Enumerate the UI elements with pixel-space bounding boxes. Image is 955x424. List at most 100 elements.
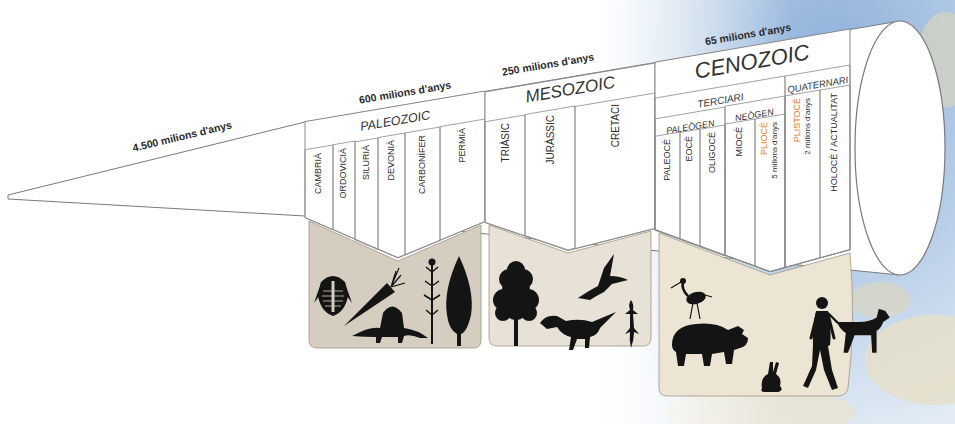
period-name: HOLOCÈ / ACTUALITAT bbox=[830, 93, 840, 192]
band-shape bbox=[485, 63, 655, 251]
column-labels: CRETACI bbox=[575, 104, 655, 147]
band-shape bbox=[725, 96, 785, 272]
trilobite-axis bbox=[332, 281, 335, 312]
period-column: MIOCÈ bbox=[725, 119, 755, 266]
period-column: EOCÈ bbox=[680, 129, 700, 247]
column-labels: SILURIÀ bbox=[355, 145, 378, 180]
column-labels: MIOCÈ bbox=[725, 127, 755, 157]
dog-silhouette bbox=[828, 309, 890, 353]
band-heading: PALEÒGEN bbox=[655, 116, 725, 134]
period-name: CRETACI bbox=[610, 104, 621, 147]
band-outline bbox=[785, 65, 850, 268]
subdivision-band: TERCIARI PALEÒGEN PALEOCÈ EOCÈ OLIGOCÈ NEÒGEN… bbox=[655, 76, 785, 272]
column-labels: PALEOCÈ bbox=[655, 139, 680, 181]
period-name: DEVONIÀ bbox=[387, 140, 397, 181]
age-label: 250 milions d'anys bbox=[501, 50, 595, 77]
cylinder-end bbox=[855, 21, 945, 275]
period-name: EOCÈ bbox=[685, 136, 695, 162]
era-name: CENOZOIC bbox=[693, 40, 812, 83]
trilobite-silhouette bbox=[314, 276, 352, 316]
era-band: PALEOZOIC CAMBRIÀ ORDOVICIÀ SILURIÀ DEVONIÀ C… bbox=[305, 91, 485, 258]
band-shape bbox=[305, 91, 485, 258]
lycopsid-silhouette bbox=[424, 259, 440, 345]
band-shape bbox=[700, 125, 725, 256]
band-heading: PALEOZOIC bbox=[305, 111, 485, 129]
lycopsid-trunk bbox=[431, 262, 433, 344]
subdivision-name: QUATERNARI bbox=[786, 75, 848, 96]
era-band: MESOZOIC TRIÀSIC JURÀSSIC CRETACI bbox=[485, 63, 655, 251]
trilobite-body bbox=[318, 276, 348, 316]
band-heading: NEÒGEN bbox=[725, 104, 785, 122]
era-name: MESOZOIC bbox=[524, 73, 617, 107]
bird-neck bbox=[683, 282, 688, 296]
period-name: CAMBRIÀ bbox=[314, 153, 324, 194]
column-labels: PLIOCÈ5 milions d'anys bbox=[755, 122, 785, 179]
period-column: DEVONIÀ bbox=[378, 133, 405, 258]
band-shape bbox=[655, 76, 785, 272]
period-name: PALEOCÈ bbox=[663, 139, 673, 181]
subdivision-band: PALEÒGEN PALEOCÈ EOCÈ OLIGOCÈ bbox=[655, 107, 725, 256]
subdivision-band: QUATERNARIPLISTOCÈ2 milions d'anysHOLOCÈ… bbox=[785, 65, 850, 268]
column-labels: EOCÈ bbox=[680, 136, 700, 162]
period-column: HOLOCÈ / ACTUALITAT bbox=[820, 85, 850, 258]
band-shape bbox=[575, 93, 655, 249]
lycopsid-leaves bbox=[424, 267, 440, 315]
period-name: PLISTOCÈ bbox=[793, 98, 803, 142]
band-shape bbox=[655, 132, 680, 239]
period-column: CAMBRIÀ bbox=[305, 145, 333, 230]
column-labels: OLIGOCÈ bbox=[700, 132, 725, 173]
human-head bbox=[816, 297, 828, 309]
period-column: PLIOCÈ5 milions d'anys bbox=[755, 114, 785, 272]
rabbit-silhouette bbox=[761, 362, 781, 392]
period-column: CRETACI bbox=[575, 93, 655, 249]
dog-body bbox=[837, 309, 890, 353]
period-column: PERMIÀ bbox=[440, 119, 485, 240]
era-band: CENOZOIC TERCIARI PALEÒGEN PALEOCÈ EOCÈ OLIGO… bbox=[655, 29, 850, 272]
tree-silhouette bbox=[493, 261, 539, 346]
age-label: 65 milions d'anys bbox=[704, 21, 792, 47]
age-note: 5 milions d'anys bbox=[771, 122, 780, 179]
column-labels: TRIÀSIC bbox=[485, 123, 525, 162]
tree-crown bbox=[507, 261, 525, 279]
band-heading: QUATERNARI bbox=[785, 74, 850, 92]
period-name: OLIGOCÈ bbox=[708, 132, 718, 173]
band-heading: MESOZOIC bbox=[485, 81, 655, 100]
period-column: ORDOVICIÀ bbox=[333, 141, 355, 239]
period-name: ORDOVICIÀ bbox=[339, 148, 349, 199]
period-column: OLIGOCÈ bbox=[700, 125, 725, 256]
bird-body bbox=[685, 290, 707, 307]
period-name: CARBONÍFER bbox=[418, 135, 428, 194]
orthocone-tentacles bbox=[391, 268, 405, 287]
band-shape bbox=[655, 29, 850, 272]
period-name: JURÀSSIC bbox=[545, 115, 556, 164]
paleozoic-panel bbox=[309, 221, 481, 348]
period-column: JURÀSSIC bbox=[525, 106, 575, 250]
human-arms bbox=[811, 314, 834, 338]
period-name: PLIOCÈ bbox=[760, 122, 770, 155]
column-labels: CARBONÍFER bbox=[405, 135, 440, 194]
column-labels: HOLOCÈ / ACTUALITAT bbox=[820, 93, 850, 192]
band-shape bbox=[820, 85, 850, 258]
band-shape bbox=[785, 90, 820, 267]
subdivision-name: TERCIARI bbox=[696, 92, 744, 111]
lycopsid-crown bbox=[429, 259, 436, 266]
bird-head bbox=[680, 278, 686, 284]
theropod-silhouette bbox=[540, 312, 616, 350]
band-shape bbox=[333, 141, 355, 239]
band-outline bbox=[785, 90, 820, 267]
column-labels: CAMBRIÀ bbox=[305, 153, 333, 194]
wader-bird-silhouette bbox=[671, 278, 712, 319]
column-labels: DEVONIÀ bbox=[378, 140, 405, 181]
column-labels: JURÀSSIC bbox=[525, 115, 575, 164]
dimetrodon-silhouette bbox=[352, 307, 428, 344]
mammal-silhouette bbox=[672, 324, 748, 366]
conifer-silhouette bbox=[446, 256, 472, 346]
band-shape bbox=[525, 106, 575, 250]
human-body bbox=[803, 311, 838, 390]
band-shape bbox=[785, 65, 850, 268]
band-shape bbox=[405, 127, 440, 255]
age-label: 4.500 milions d'anys bbox=[131, 118, 233, 153]
